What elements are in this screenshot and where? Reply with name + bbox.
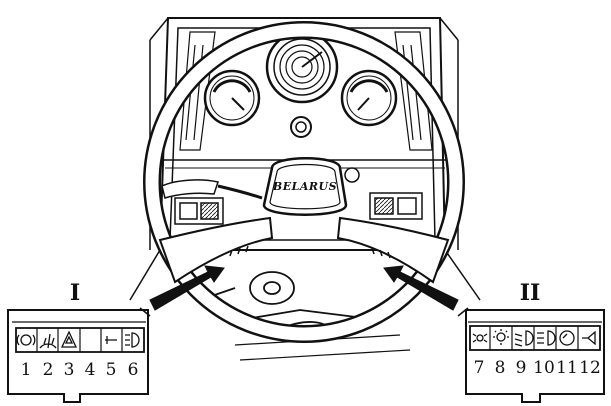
gauge-right <box>340 69 398 127</box>
horn-icon <box>582 330 596 346</box>
gauge-light-icon <box>559 330 575 346</box>
switch-number-8: 8 <box>495 358 506 378</box>
switch-number-4: 4 <box>85 360 96 380</box>
parking-light-icon <box>472 333 488 343</box>
switch-number-6: 6 <box>128 360 139 380</box>
low-beam-icon <box>514 330 534 347</box>
tachometer-center <box>265 30 339 104</box>
wiper-icon <box>39 333 57 349</box>
gauge-left <box>203 69 261 127</box>
switch-panel-right: II 7 8 9 10 <box>457 280 605 403</box>
combination-switch-stalk <box>161 179 263 200</box>
switch-number-10: 10 <box>533 358 555 378</box>
switch-number-11: 11 <box>556 358 578 378</box>
leader-arrow-right <box>383 265 459 311</box>
ignition-knob <box>344 167 360 183</box>
beacon-icon <box>105 336 117 344</box>
panel-label-ii: II <box>520 280 541 306</box>
steering-wheel: BELARUS <box>143 21 465 343</box>
switch-number-1: 1 <box>21 360 32 380</box>
switch-number-5: 5 <box>106 360 117 380</box>
switch-block-left <box>174 197 224 225</box>
lamp-icon <box>16 334 36 346</box>
switch-number-3: 3 <box>64 360 75 380</box>
switch-block-right <box>369 192 423 220</box>
indicator-light <box>290 116 312 138</box>
high-beam-icon <box>537 330 556 346</box>
switch-number-2: 2 <box>43 360 54 380</box>
hazard-warning-icon <box>60 330 78 348</box>
brand-logo-text: BELARUS <box>272 180 337 193</box>
switch-number-12: 12 <box>579 358 601 378</box>
panel-right-numbers: 7 8 9 10 11 12 <box>474 358 601 378</box>
switch-panel-left: I 1 2 3 4 5 6 <box>7 280 151 403</box>
headlight-icon <box>125 332 140 348</box>
switch-number-9: 9 <box>516 358 527 378</box>
leader-arrow-left <box>149 265 225 311</box>
panel-label-i: I <box>70 280 80 306</box>
panel-left-numbers: 1 2 3 4 5 6 <box>21 360 139 380</box>
switch-number-7: 7 <box>474 358 485 378</box>
work-light-icon <box>493 329 509 345</box>
